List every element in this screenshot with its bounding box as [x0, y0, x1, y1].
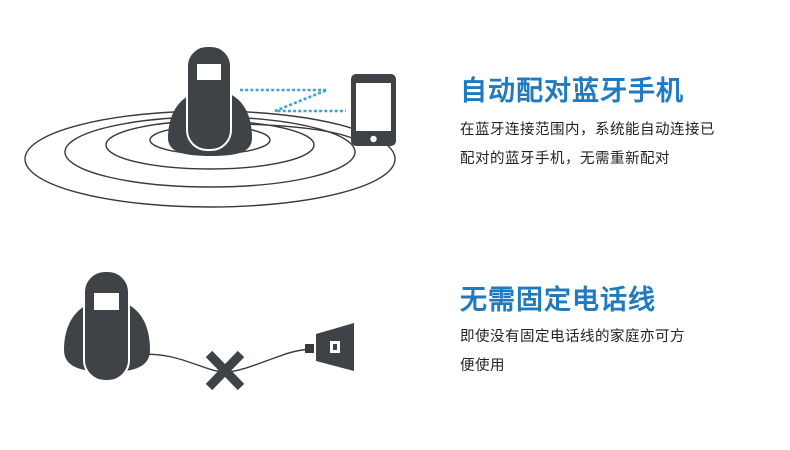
description-line: 便使用 [460, 358, 505, 374]
phone-handset-outline [83, 270, 130, 382]
feature-title-no-phone-line: 无需固定电话线 [460, 285, 656, 316]
smartphone-home-button [370, 135, 377, 143]
wall-socket-hole-inner [333, 344, 337, 350]
zigzag-signal-icon [240, 88, 346, 113]
wall-socket-icon [316, 323, 354, 371]
link-line [239, 123, 353, 139]
description-line: 在蓝牙连接范围内，系统能自动连接已 [460, 122, 715, 138]
phone-screen [94, 293, 119, 310]
cable-plug [305, 344, 314, 353]
description-line: 配对的蓝牙手机，无需重新配对 [460, 151, 670, 167]
feature-description-bluetooth: 在蓝牙连接范围内，系统能自动连接已 配对的蓝牙手机，无需重新配对 [460, 116, 715, 174]
cable-line [137, 348, 311, 373]
smartphone-icon [351, 74, 396, 146]
feature-description-no-phone-line: 即使没有固定电话线的家庭亦可方 便使用 [460, 323, 685, 381]
description-line: 即使没有固定电话线的家庭亦可方 [460, 329, 685, 345]
feature-title-bluetooth: 自动配对蓝牙手机 [460, 76, 684, 107]
phone-handset-outline [186, 45, 232, 151]
no-phone-line-illustration [64, 270, 354, 391]
phone-screen [197, 64, 221, 80]
cordless-phone-icon [168, 45, 252, 156]
cordless-phone-icon [64, 270, 150, 382]
cross-mark-icon [205, 350, 245, 391]
smartphone-screen [356, 83, 391, 131]
